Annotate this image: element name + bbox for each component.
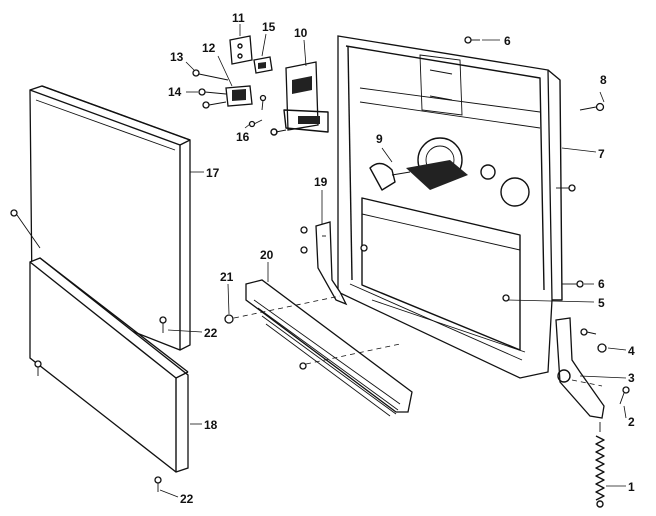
callout-17: 17 xyxy=(206,166,220,180)
callout-6-lower: 6 xyxy=(598,277,605,291)
callout-1: 1 xyxy=(628,480,635,494)
switch-cap xyxy=(253,56,273,74)
callout-4: 4 xyxy=(628,344,635,358)
callout-14: 14 xyxy=(168,85,182,99)
switch-screws xyxy=(192,69,267,128)
callout-20: 20 xyxy=(260,248,274,262)
callout-21: 21 xyxy=(220,270,234,284)
detergent-dispenser xyxy=(369,160,468,191)
callout-11: 11 xyxy=(232,11,245,25)
kick-plate-screw xyxy=(299,362,307,370)
door-spring xyxy=(595,422,605,508)
callout-16: 16 xyxy=(236,130,250,144)
screw-bottom-center xyxy=(502,294,510,302)
callout-9: 9 xyxy=(376,132,383,146)
door-latch xyxy=(270,61,329,136)
leader-lines xyxy=(159,24,627,498)
kick-plate xyxy=(245,279,413,417)
callout-12: 12 xyxy=(202,41,216,55)
screw-right-mid xyxy=(556,184,576,192)
callout-5: 5 xyxy=(598,296,605,310)
callout-22-lower: 22 xyxy=(180,492,194,506)
callout-22-upper: 22 xyxy=(204,326,218,340)
screw-left-upper xyxy=(10,209,41,249)
kick-plate-clip xyxy=(224,314,234,324)
screw-right-low xyxy=(562,280,584,288)
screw-left-lower xyxy=(34,360,42,376)
hinge-left xyxy=(300,221,368,306)
callout-6-upper: 6 xyxy=(504,34,511,48)
callout-3: 3 xyxy=(628,371,635,385)
callout-8: 8 xyxy=(600,73,607,87)
callout-2: 2 xyxy=(628,415,635,429)
callout-labels: 1 2 3 4 5 6 6 7 8 9 10 11 12 13 14 15 16… xyxy=(168,11,635,506)
screw-right-top xyxy=(579,102,605,112)
access-panel xyxy=(29,257,189,473)
inner-door-frame xyxy=(337,35,563,379)
screw-panel-upper xyxy=(159,316,167,333)
callout-19: 19 xyxy=(314,175,328,189)
screw-top xyxy=(464,36,480,44)
hinge-right xyxy=(555,317,630,419)
callout-18: 18 xyxy=(204,418,218,432)
callout-7: 7 xyxy=(598,147,605,161)
door-switch xyxy=(225,85,253,107)
callout-13: 13 xyxy=(170,50,184,64)
switch-bracket xyxy=(229,35,253,65)
callout-10: 10 xyxy=(294,26,308,40)
screw-panel-lower xyxy=(154,476,162,492)
callout-15: 15 xyxy=(262,20,276,34)
